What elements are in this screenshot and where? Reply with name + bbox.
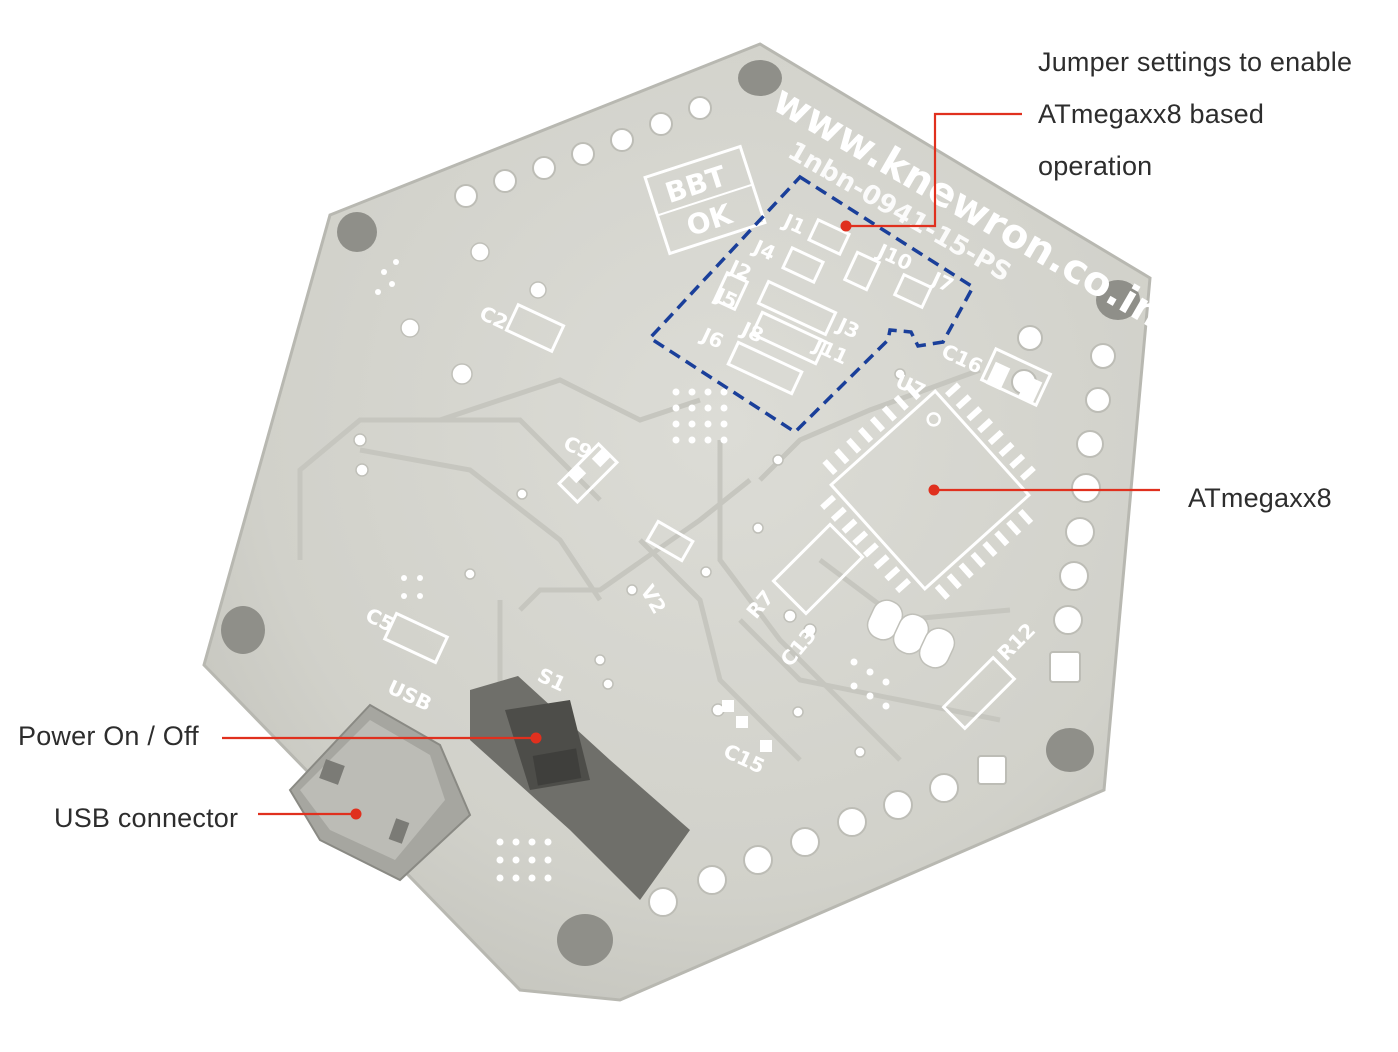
header-pads-bottom	[648, 755, 1007, 917]
callout-dots	[350, 220, 940, 820]
bbt-ok-marking: BBT OK	[643, 144, 767, 256]
callout-dot-jumper	[840, 220, 852, 232]
callout-jumper-line-2: ATmegaxx8 based	[1038, 99, 1265, 129]
components	[382, 302, 1053, 731]
header-pads-top	[454, 96, 712, 208]
via-grid	[375, 259, 890, 882]
callout-dot-usb	[350, 808, 362, 820]
pcb-traces	[297, 367, 1011, 862]
callout-label-usb: USB connector	[54, 803, 239, 833]
oval-pads	[866, 599, 956, 669]
callout-lines	[222, 112, 1160, 816]
mcu-chip	[820, 382, 1036, 600]
callout-label-jumper: Jumper settings to enable ATmegaxx8 base…	[1038, 36, 1352, 192]
vias	[353, 242, 906, 758]
callout-line-jumper	[846, 112, 1022, 228]
component-pads	[567, 361, 1043, 752]
callout-dot-power	[530, 732, 542, 744]
callout-jumper-line-1: Jumper settings to enable	[1038, 47, 1353, 77]
usb-connector	[288, 703, 472, 882]
callout-label-power: Power On / Off	[18, 721, 199, 751]
power-switch	[470, 676, 690, 900]
jumper-pads	[712, 217, 934, 396]
callout-dot-atmega	[928, 484, 940, 496]
pcb-board: BBT OK www.knewron.co.in 1nbn-0941-15-PS…	[202, 42, 1171, 1002]
header-pads-right	[1011, 325, 1116, 683]
callout-label-atmega: ATmegaxx8	[1188, 483, 1332, 513]
mounting-holes	[221, 60, 1140, 966]
jumper-highlight-box	[647, 174, 976, 435]
callout-jumper-line-3: operation	[1038, 151, 1153, 181]
